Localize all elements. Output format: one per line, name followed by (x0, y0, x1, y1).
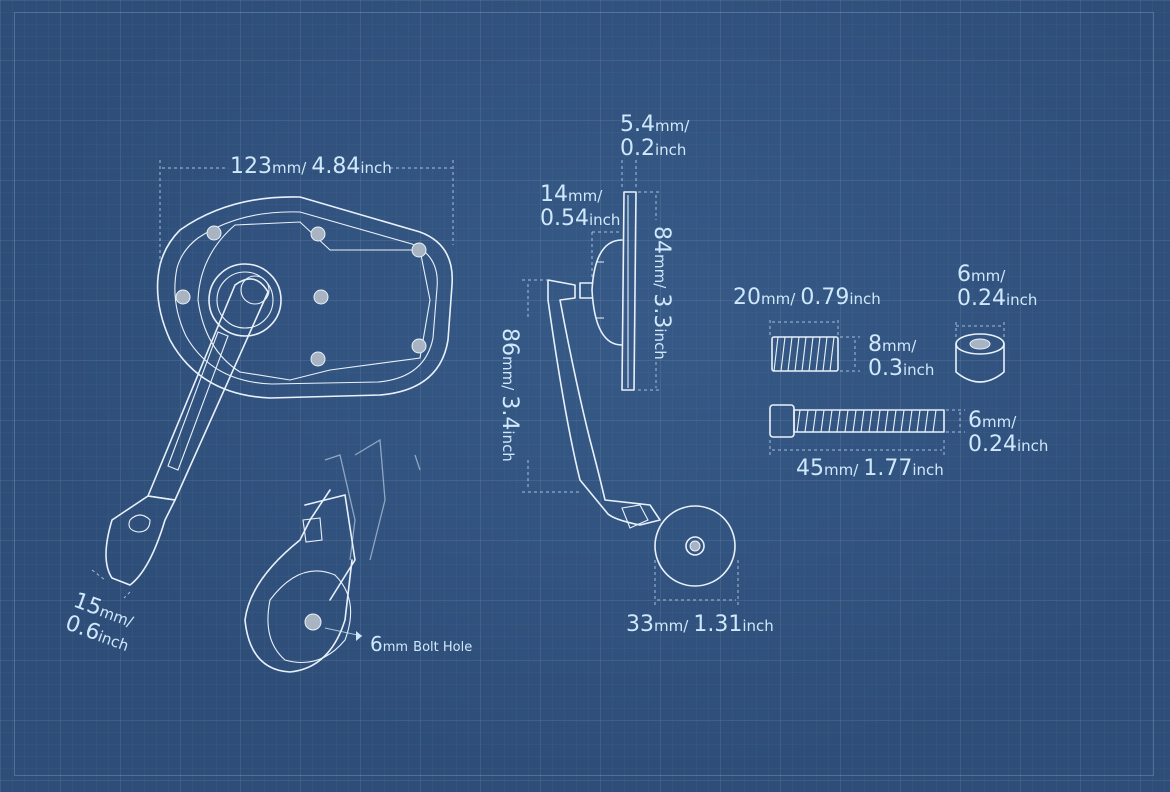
bolt-length-mm: 45 (796, 456, 824, 481)
mount-depth-sep: / (597, 187, 603, 205)
spacer-height-mm-unit: mm (971, 267, 1001, 285)
insert-diameter-inch-unit: inch (903, 361, 935, 379)
mount-depth-inch-unit: inch (588, 211, 621, 229)
clamp-width-sep: / (683, 617, 689, 635)
insert-length-inch: 0.79 (800, 285, 850, 310)
mirror-width-inch-unit: inch (360, 159, 392, 177)
clamp-width-inch-unit: inch (742, 617, 774, 635)
arm-height-inch: 3.4 (497, 395, 522, 431)
mirror-height-label: 84mm/ 3.3inch (649, 226, 674, 360)
bolt-diameter-mm-unit: mm (982, 413, 1012, 431)
bolt-length-inch-unit: inch (912, 461, 944, 479)
insert-diameter-inch: 0.3 (868, 356, 903, 381)
mirror-height-inch-unit: inch (651, 328, 669, 360)
mirror-thickness-mm: 5.4 (620, 112, 655, 137)
insert-diameter-mm: 8 (868, 332, 882, 357)
mirror-width-sep: / (301, 159, 307, 177)
insert-length-inch-unit: inch (849, 290, 881, 308)
clamp-width-label: 33mm/ 1.31inch (626, 614, 774, 636)
mirror-width-label: 123mm/ 4.84inch (230, 156, 392, 178)
mount-depth-mm-unit: mm (568, 187, 598, 205)
mirror-side-view (547, 191, 736, 587)
mount-depth-label: 14mm/ 0.54inch (540, 184, 620, 230)
mirror-height-sep: / (651, 283, 669, 289)
arm-height-mm: 86 (497, 328, 522, 356)
mount-depth-mm: 14 (540, 182, 568, 207)
bolt-diameter-label: 6mm/ 0.24inch (968, 410, 1048, 456)
mirror-thickness-inch: 0.2 (620, 136, 655, 161)
bolt-hole-size: 6 (370, 632, 383, 656)
bolt-diameter-mm: 6 (968, 408, 982, 433)
insert-length-mm-unit: mm (761, 290, 791, 308)
mirror-thickness-inch-unit: inch (655, 141, 687, 159)
bolt-length-inch: 1.77 (863, 456, 913, 481)
dimension-lines (91, 160, 1005, 605)
spacer-height-inch: 0.24 (957, 286, 1006, 311)
bolt-diameter-sep: / (1011, 413, 1017, 431)
arm-height-label: 86mm/ 3.4inch (497, 328, 522, 462)
mirror-front-view (105, 196, 453, 586)
hardware-parts (769, 333, 1005, 438)
bolt-hole-text: Bolt Hole (413, 640, 473, 655)
spacer-height-label: 6mm/ 0.24inch (957, 264, 1037, 310)
insert-diameter-sep: / (911, 337, 917, 355)
insert-length-sep: / (790, 290, 796, 308)
clamp-perspective-view (244, 438, 421, 673)
insert-diameter-label: 8mm/ 0.3inch (868, 334, 934, 380)
mirror-thickness-mm-unit: mm (655, 117, 685, 135)
bolt-diameter-inch-unit: inch (1016, 437, 1049, 455)
bolt-hole-unit: mm (382, 640, 409, 655)
insert-diameter-mm-unit: mm (882, 337, 912, 355)
arm-height-sep: / (499, 385, 517, 391)
mirror-height-mm: 84 (649, 226, 674, 254)
clamp-width-inch: 1.31 (693, 612, 743, 637)
mirror-height-mm-unit: mm (651, 254, 669, 284)
bolt-length-label: 45mm/ 1.77inch (796, 458, 944, 480)
clamp-width-mm: 33 (626, 612, 654, 637)
insert-length-mm: 20 (733, 285, 761, 310)
bolt-length-mm-unit: mm (824, 461, 854, 479)
spacer-height-sep: / (1000, 267, 1006, 285)
mirror-thickness-sep: / (684, 117, 690, 135)
mount-depth-inch: 0.54 (540, 206, 589, 231)
insert-length-label: 20mm/ 0.79inch (733, 287, 881, 309)
mirror-width-mm-unit: mm (272, 159, 302, 177)
bolt-hole-callout: 6mm Bolt Hole (370, 634, 472, 654)
mirror-height-inch: 3.3 (649, 293, 674, 329)
arm-height-mm-unit: mm (499, 356, 517, 386)
bolt-length-sep: / (853, 461, 859, 479)
arm-height-inch-unit: inch (499, 430, 517, 462)
mirror-width-mm: 123 (230, 154, 272, 179)
mirror-thickness-label: 5.4mm/ 0.2inch (620, 114, 689, 160)
spacer-height-mm: 6 (957, 262, 971, 287)
mirror-width-inch: 4.84 (311, 154, 361, 179)
clamp-width-mm-unit: mm (654, 617, 684, 635)
bolt-diameter-inch: 0.24 (968, 432, 1017, 457)
spacer-height-inch-unit: inch (1005, 291, 1038, 309)
